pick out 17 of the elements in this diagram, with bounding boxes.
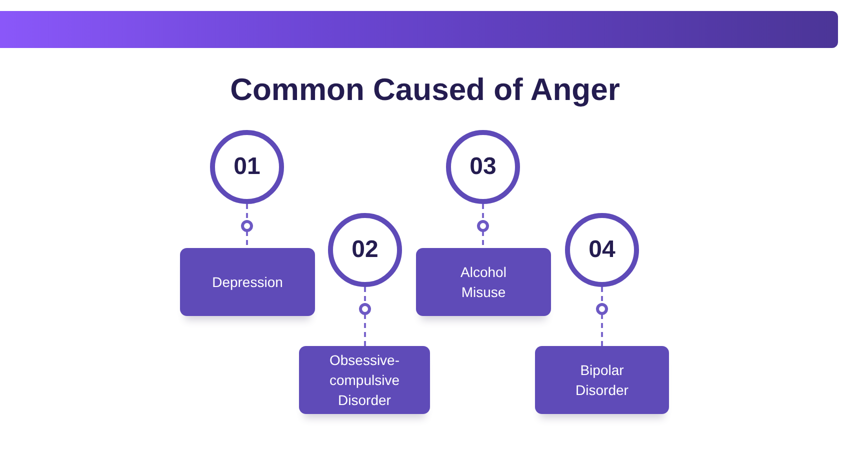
step-number: 01 [234,153,260,181]
dashed-connector [482,204,484,248]
step-number: 03 [470,153,496,181]
cause-box [535,346,669,414]
dashed-connector [246,204,248,248]
dashed-connector [364,287,366,346]
cause-label: Obsessive-compulsive Disorder [328,351,401,410]
step-number: 02 [352,236,378,264]
cause-label: Depression [212,273,283,292]
cause-box [416,248,551,316]
step-number: 04 [588,236,616,264]
dashed-connector [601,287,603,346]
cause-label: Bipolar Disorder [574,361,630,400]
cause-box [180,248,315,316]
cause-label: Alcohol Misuse [460,263,508,302]
cause-box [299,346,430,414]
diagram-title: Common Caused of Anger [229,71,621,109]
